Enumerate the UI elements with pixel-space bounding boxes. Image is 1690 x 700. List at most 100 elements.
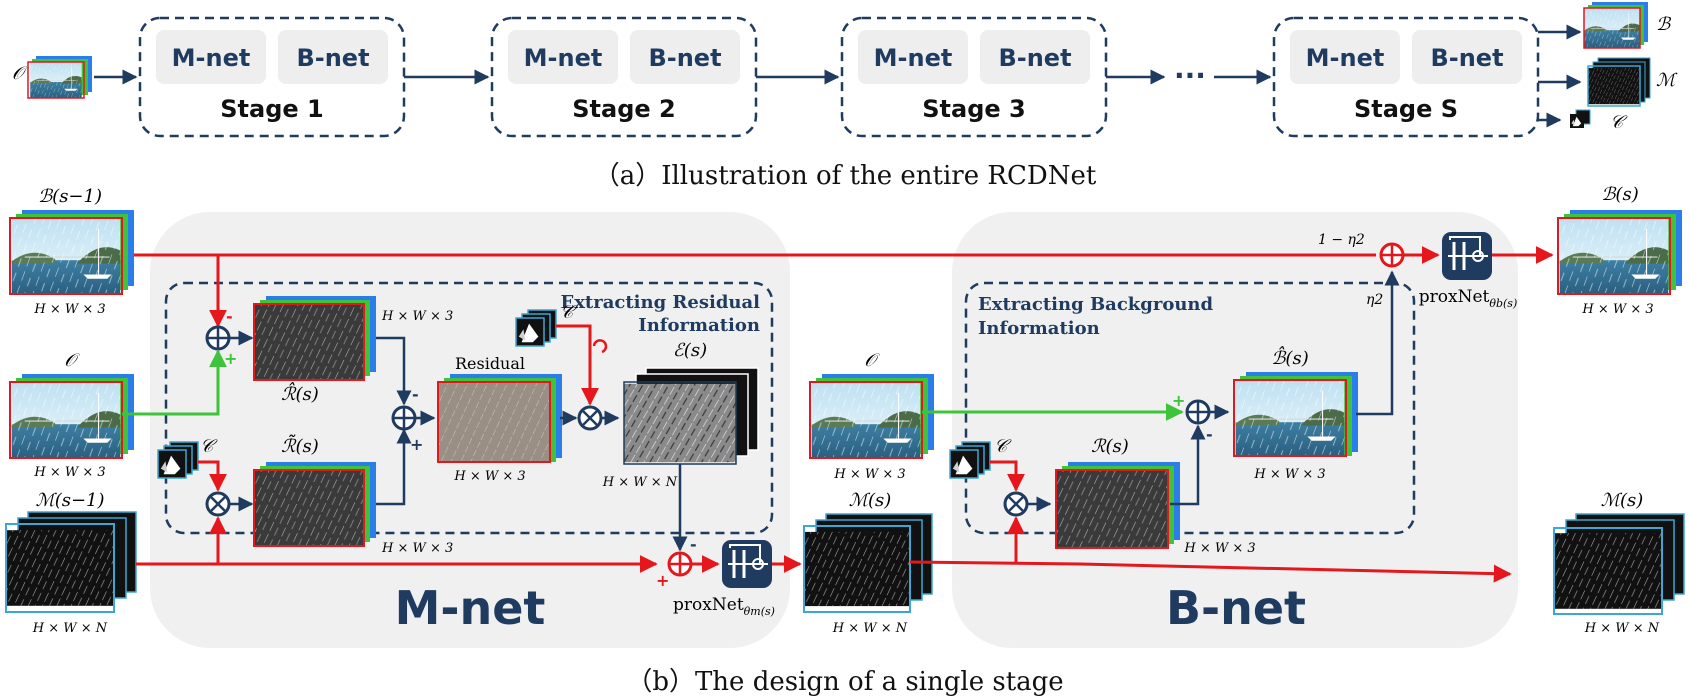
line-c-to-otimes2 [556, 324, 599, 406]
extract-background-title-2: Information [978, 318, 1100, 339]
stage-2: M-net B-net Stage 2 [490, 16, 758, 138]
plus1-minus-sign: - [226, 307, 233, 326]
line-rs-to-plus4 [1170, 424, 1206, 506]
flip-icon [592, 339, 608, 354]
line-rhat-to-plus2 [376, 336, 412, 406]
proxnet-b-icon [1442, 232, 1492, 280]
residual-dim: H × W × 3 [453, 469, 525, 484]
proxnet-b-text: proxNet [1419, 287, 1490, 307]
stage-s-bnet: B-net [1430, 44, 1503, 72]
residual-label: Residual [455, 354, 525, 373]
c-kernel-right [949, 441, 991, 479]
plus1-plus-sign: + [224, 349, 237, 368]
m-s-out-dim: H × W × N [1584, 621, 1660, 636]
stage-3-bnet: B-net [998, 44, 1071, 72]
extract-background-box [964, 281, 1416, 535]
b-prev-dim: H × W × 3 [33, 302, 105, 317]
output-b-label: ℬ [1656, 14, 1672, 35]
bnet-title: B-net [1166, 581, 1306, 635]
proxnet-b-label: proxNetθb(s) [1419, 287, 1518, 310]
b-s-image [1557, 210, 1682, 295]
o-dim-left: H × W × 3 [33, 465, 105, 480]
plus-node-2 [391, 405, 417, 431]
one-minus-eta-label: 1 − η2 [1318, 232, 1365, 248]
m-prev-label: ℳ(s−1) [35, 490, 104, 511]
r-s-label: ℛ(s) [1091, 436, 1129, 457]
stage-3-mnet: M-net [874, 44, 953, 72]
e-image [623, 367, 759, 465]
r-tilde-dim: H × W × 3 [381, 541, 453, 556]
stage-3-label: Stage 3 [922, 95, 1025, 123]
m-s-out-label: ℳ(s) [1601, 490, 1644, 511]
b-prev-label: ℬ(s−1) [38, 186, 102, 207]
plus-node-5 [1379, 242, 1405, 268]
stage-3: M-net B-net Stage 3 [840, 16, 1108, 138]
output-m-label: ℳ [1656, 70, 1678, 91]
r-s-image [1055, 462, 1180, 549]
extract-residual-box [164, 281, 774, 535]
input-o-image-a [27, 56, 92, 99]
stage-1-bnet: B-net [296, 44, 369, 72]
stage-2-label: Stage 2 [572, 95, 675, 123]
o-image-mid [809, 374, 934, 459]
c-kernel-mid [515, 309, 557, 347]
extract-residual-title-1: Extracting Residual [560, 292, 760, 313]
stage-2-mnet: M-net [524, 44, 603, 72]
times-node-1 [205, 491, 231, 517]
b-s-dim: H × W × 3 [1581, 302, 1653, 317]
r-tilde-image [253, 462, 376, 547]
proxnet-m-icon [722, 540, 772, 588]
part-b: M-net B-net Extracting Residual Informat… [5, 184, 1685, 697]
times-node-2 [577, 405, 603, 431]
plus4-minus-sign: - [1206, 425, 1213, 444]
e-dim: H × W × N [602, 475, 678, 490]
output-b-image [1583, 2, 1648, 49]
m-prev-dim: H × W × N [32, 621, 108, 636]
stage-ellipsis: ··· [1174, 59, 1206, 92]
proxnet-m-text: proxNet [673, 595, 744, 615]
plus-node-1 [205, 325, 231, 351]
stage-s: M-net B-net Stage S [1272, 16, 1540, 138]
eta-label: η2 [1366, 292, 1383, 308]
stage-2-bnet: B-net [648, 44, 721, 72]
plus2-minus-sign: - [412, 385, 419, 404]
line-c-to-otimes1 [198, 460, 227, 492]
plus4-plus-sign: + [1172, 391, 1185, 410]
r-tilde-label: ℛ̃(s) [281, 435, 319, 457]
c-kernel-left [157, 441, 199, 479]
b-hat-label: ℬ̂(s) [1271, 346, 1308, 369]
plus-node-3 [667, 551, 693, 577]
proxnet-m-label: proxNetθm(s) [673, 595, 775, 618]
b-prev-image [9, 210, 134, 295]
stage-1-mnet: M-net [172, 44, 251, 72]
m-s-out-image [1553, 513, 1685, 615]
stage-1: M-net B-net Stage 1 [138, 16, 406, 138]
part-a: 𝒪 M-net B-net Stage 1 M-net B-net Stage … [12, 2, 1678, 191]
proxnet-b-subscript: θb(s) [1489, 297, 1517, 310]
plus2-plus-sign: + [410, 435, 423, 454]
r-s-dim: H × W × 3 [1183, 541, 1255, 556]
b-hat-image [1233, 372, 1358, 457]
line-c-to-otimes3 [990, 460, 1025, 492]
proxnet-m-subscript: θm(s) [744, 605, 775, 618]
o-label-left: 𝒪 [64, 350, 80, 371]
plus-node-4 [1185, 399, 1211, 425]
residual-image [437, 374, 562, 463]
stage-1-label: Stage 1 [220, 95, 323, 123]
line-ms-to-right [909, 560, 1512, 583]
output-m-image [1587, 57, 1651, 107]
m-s-dim-mid: H × W × N [832, 621, 908, 636]
o-image-left [9, 374, 134, 459]
e-label: ℰ(s) [673, 340, 707, 361]
line-o-to-plus1 [122, 349, 227, 416]
r-hat-dim: H × W × 3 [381, 309, 453, 324]
r-hat-label: ℛ̂(s) [281, 382, 319, 405]
line-bhat-to-plus5 [1356, 270, 1400, 416]
caption-a: （a）Illustration of the entire RCDNet [594, 161, 1097, 191]
output-c-label: 𝒞 [1610, 112, 1628, 133]
stage-s-mnet: M-net [1306, 44, 1385, 72]
r-hat-image [253, 296, 376, 381]
caption-b: （b）The design of a single stage [626, 667, 1063, 697]
extract-residual-title-2: Information [638, 315, 760, 336]
